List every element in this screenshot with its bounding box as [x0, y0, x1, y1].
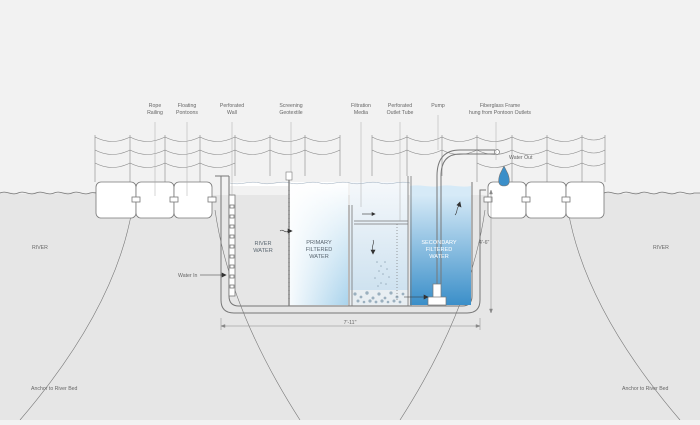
svg-text:RIVER: RIVER	[254, 241, 271, 247]
pontoon	[487, 181, 527, 219]
river-body	[600, 192, 700, 420]
callout-floating-pontoons: Floating Pontoons	[176, 103, 198, 116]
callout-fiberglass-frame: Fiberglass Frame hung from Pontoon Outle…	[469, 103, 531, 116]
tank-frame	[228, 176, 473, 307]
svg-text:PRIMARY: PRIMARY	[306, 240, 332, 246]
pontoon	[95, 181, 137, 219]
water-out-label: Water Out	[509, 155, 533, 161]
flow-arrows	[200, 201, 462, 300]
callout-pump: Pump	[431, 103, 445, 109]
filtration-media-zone	[350, 182, 408, 305]
river-body	[0, 192, 96, 420]
perforated-wall	[228, 194, 236, 297]
pontoons-right	[483, 181, 605, 219]
pontoons-left	[95, 181, 217, 219]
pontoon	[525, 181, 567, 219]
callout-text: Rope	[149, 103, 162, 109]
callout-perforated-wall: Perforated Wall	[220, 103, 244, 116]
secondary-filtered-label: SECONDARY FILTERED WATER	[421, 240, 457, 260]
rope-railing-right	[371, 135, 606, 182]
pontoon	[565, 181, 605, 219]
callout-text: Perforated	[220, 103, 244, 109]
river-label-left: RIVER	[32, 245, 48, 251]
callout-screening-geotextile: Screening Geotextile	[279, 103, 302, 116]
callout-text: Railing	[147, 110, 163, 116]
svg-text:SECONDARY: SECONDARY	[421, 240, 457, 246]
svg-text:WATER: WATER	[429, 254, 449, 260]
svg-text:FILTERED: FILTERED	[426, 247, 453, 253]
river-label-right: RIVER	[653, 245, 669, 251]
pump	[427, 149, 500, 306]
callout-text: Media	[354, 110, 368, 116]
dimension-height	[489, 189, 493, 314]
callout-filtration-media: Filtration Media	[351, 103, 371, 116]
callout-text: Filtration	[351, 103, 371, 109]
water-out-outlet	[498, 165, 510, 187]
callout-text: Screening	[279, 103, 302, 109]
anchor-line-left	[214, 209, 301, 421]
water-in-label: Water In	[178, 273, 198, 279]
water-surface-right	[603, 191, 700, 195]
anchor-line-left	[19, 209, 133, 421]
pontoon	[173, 181, 213, 219]
tank-water-line	[229, 181, 411, 185]
anchor-label-right: Anchor to River Bed	[622, 386, 669, 392]
callout-text: Outlet Tube	[387, 110, 414, 116]
perforated-outlet-tube	[354, 220, 408, 300]
tank-frame	[215, 175, 486, 314]
callout-text: Fiberglass Frame	[480, 103, 520, 109]
dimension-width	[220, 318, 481, 330]
width-dimension-label: 7'-11"	[344, 320, 357, 326]
callout-text: hung from Pontoon Outlets	[469, 110, 531, 116]
callout-text: Geotextile	[279, 110, 302, 116]
callout-text: Pontoons	[176, 110, 198, 116]
chamber-walls	[348, 176, 412, 306]
callout-text: Floating	[178, 103, 197, 109]
callout-text: Pump	[431, 103, 445, 109]
svg-text:WATER: WATER	[253, 248, 273, 254]
callout-leaders	[154, 115, 497, 221]
svg-text:FILTERED: FILTERED	[306, 247, 333, 253]
callout-text: Perforated	[388, 103, 412, 109]
callout-perforated-outlet-tube: Perforated Outlet Tube	[387, 103, 414, 116]
svg-text:WATER: WATER	[309, 254, 329, 260]
height-dimension-label: 4'-6"	[479, 240, 489, 246]
callout-text: Wall	[227, 110, 237, 116]
anchor-line-right	[567, 209, 681, 421]
water-surface-left	[0, 191, 98, 195]
callout-rope-railing: Rope Railing	[147, 103, 163, 116]
rope-railing-left	[94, 135, 341, 182]
anchor-label-left: Anchor to River Bed	[31, 386, 78, 392]
screening-geotextile	[285, 171, 293, 306]
river-water-label: RIVER WATER	[253, 241, 273, 254]
primary-filtered-label: PRIMARY FILTERED WATER	[306, 240, 333, 260]
